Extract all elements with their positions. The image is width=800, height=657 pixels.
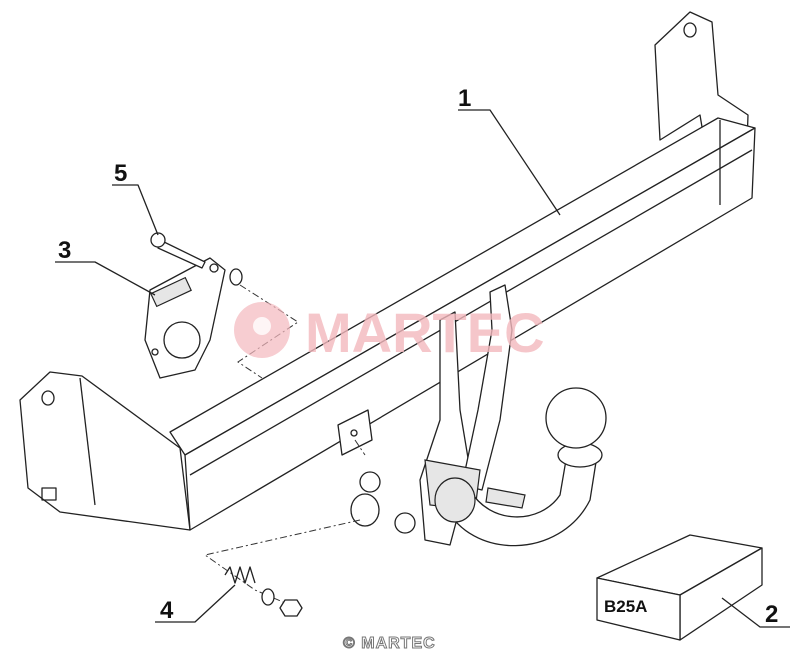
socket-plate [144,257,226,379]
callout-1: 1 [458,85,471,112]
assembly-line-bolt [203,439,366,606]
fastener-set [224,566,303,617]
callout-4: 4 [160,597,174,624]
leader-lines [55,109,790,628]
copyright-text: © MARTEC [343,635,436,652]
electrical-kit-box: B25A [596,534,763,641]
socket-bolt [150,232,243,286]
callout-2: 2 [765,601,778,628]
callout-5: 5 [114,160,127,187]
carrier-bolts [337,409,416,534]
watermark-logo-hole [253,317,271,335]
watermark-logo-icon [234,302,290,358]
left-bracket [19,371,191,531]
callout-3: 3 [58,237,71,264]
kit-code-label: B25A [604,597,647,616]
towball [434,387,607,547]
